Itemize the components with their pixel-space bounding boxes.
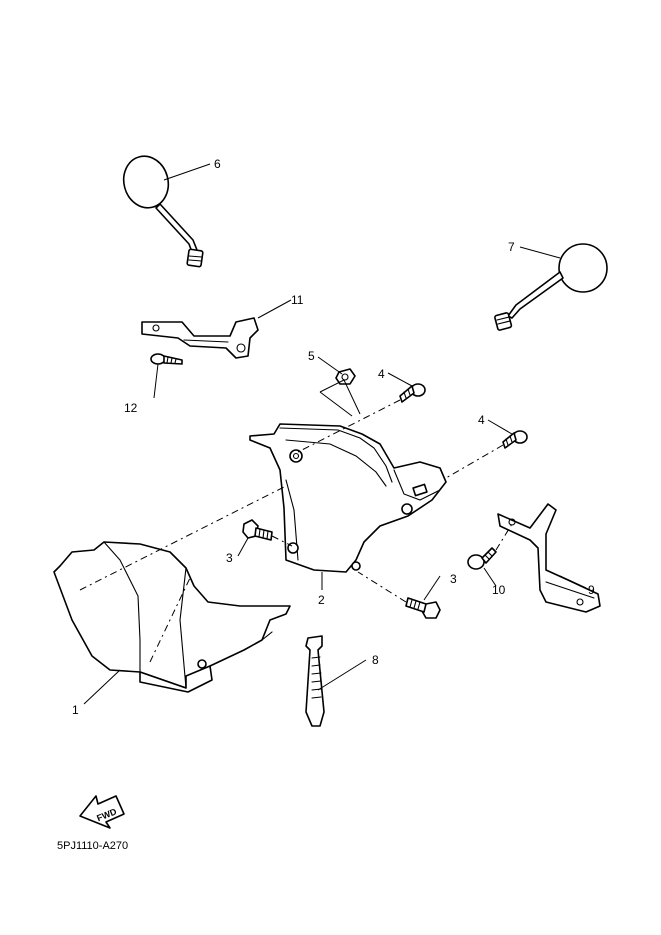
callout-4-right: 4 [478,413,485,427]
bracket-upper [141,317,259,359]
callout-2: 2 [318,593,325,607]
mirror-right [494,243,608,331]
callout-12: 12 [124,401,138,415]
callout-10: 10 [492,583,506,597]
cable-strap [305,635,325,727]
bracket-lower [497,503,601,613]
diagram-code: 5PJ1110-A270 [57,840,128,852]
mirror-left [122,155,204,268]
bolt-3-lower [405,597,441,619]
callout-3-left: 3 [226,551,233,565]
screw-10 [467,547,497,570]
screw-4-right [502,430,528,449]
bolt-3-left [242,519,273,541]
callout-1: 1 [72,703,79,717]
screw-12 [150,353,183,365]
fwd-arrow-icon: FWD [79,795,125,829]
callout-5: 5 [308,349,315,363]
callout-3-lower: 3 [450,572,457,586]
callout-11: 11 [291,293,304,307]
callout-6: 6 [214,157,221,171]
handle-cover-front [53,541,291,693]
callout-9: 9 [588,583,595,597]
handle-cover-rear [249,423,447,573]
callout-8: 8 [372,653,379,667]
callout-7: 7 [508,240,515,254]
callout-4-upper: 4 [378,367,385,381]
screw-4-upper [399,383,426,403]
